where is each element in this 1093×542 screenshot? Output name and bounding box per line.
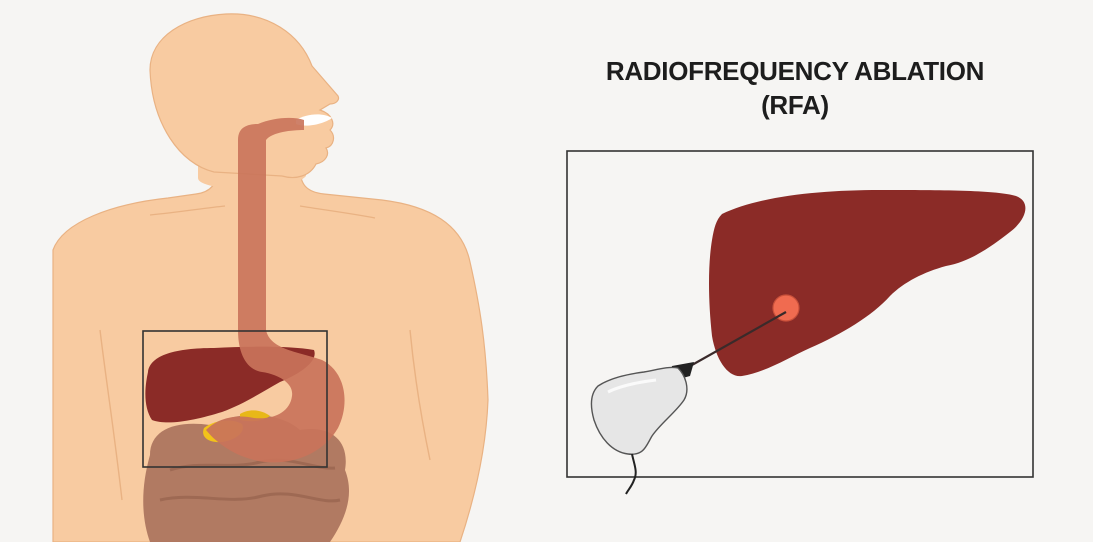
probe-cable xyxy=(626,454,636,494)
zoom-panel xyxy=(567,151,1033,494)
liver-icon xyxy=(709,190,1025,376)
diagram-subtitle: (RFA) xyxy=(560,90,1030,120)
diagram-title: RADIOFREQUENCY ABLATION xyxy=(560,56,1030,86)
ultrasound-probe-icon xyxy=(591,367,687,454)
